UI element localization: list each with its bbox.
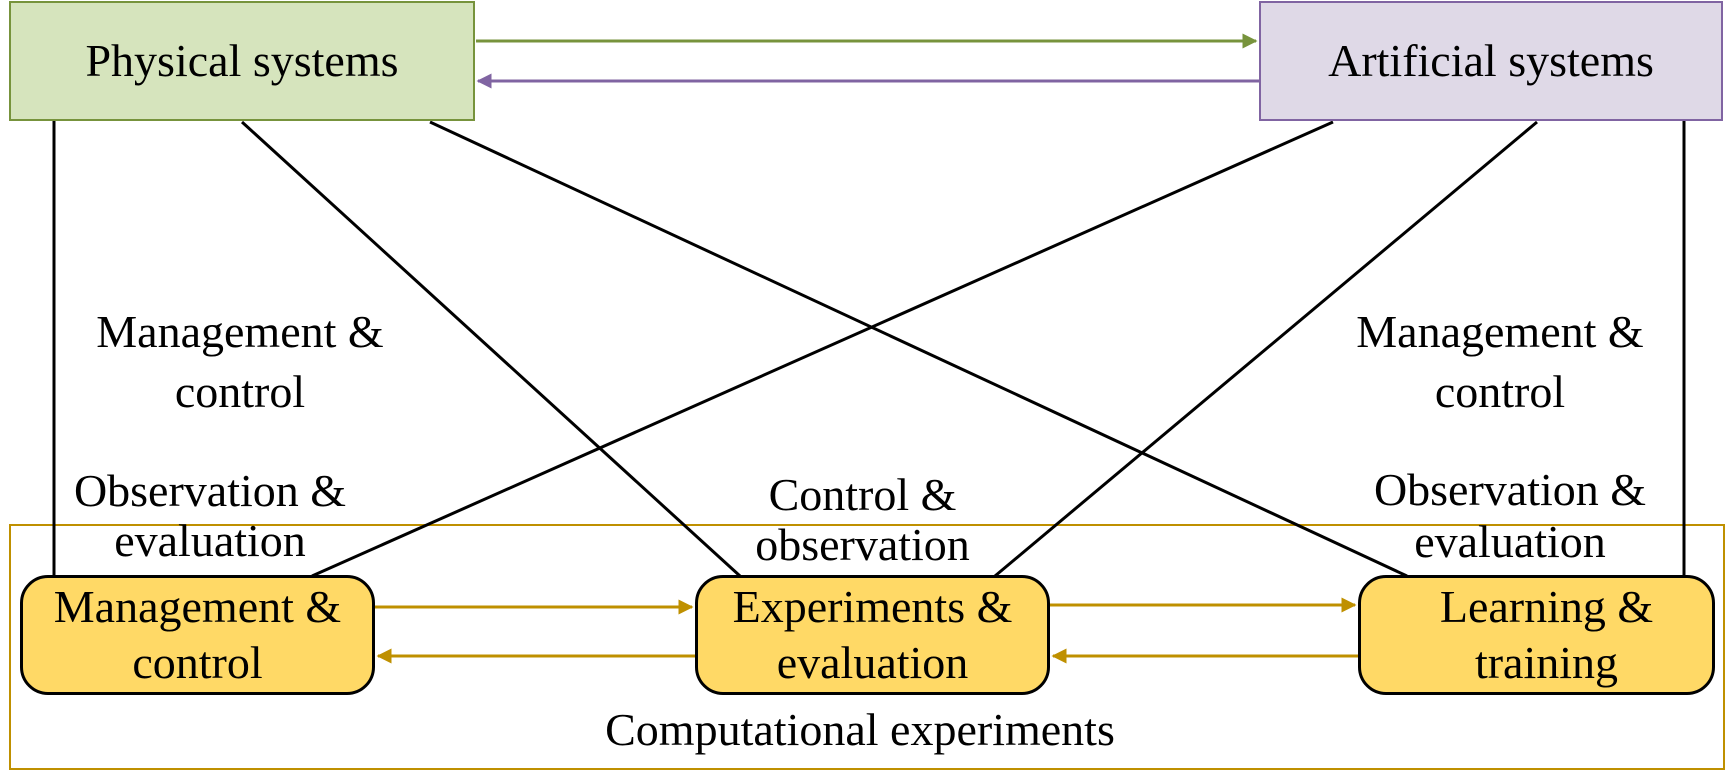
- management-control-line1: Management &: [53, 581, 342, 632]
- connector-physical-experiments: [240, 120, 742, 578]
- left-management-control-label: Management & control: [96, 306, 384, 417]
- learning-training-line1: Learning &: [1439, 581, 1654, 632]
- right-management-control-label: Management & control: [1356, 306, 1644, 417]
- connector-artificial-experiments: [994, 120, 1538, 578]
- management-control-box: Management & control: [20, 575, 375, 695]
- computational-experiments-label: Computational experiments: [605, 704, 1115, 755]
- learning-training-box: Learning & training: [1358, 575, 1715, 695]
- left-observation-evaluation-label: Observation & evaluation: [73, 465, 347, 566]
- connector-artificial-management: [311, 120, 1334, 578]
- experiments-evaluation-box: Experiments & evaluation: [695, 575, 1050, 695]
- artificial-systems-label: Artificial systems: [1328, 35, 1654, 86]
- center-control-observation-label: Control & observation: [755, 469, 970, 570]
- learning-training-line2: training: [1474, 637, 1619, 688]
- computational-experiments-container: [9, 524, 1725, 770]
- experiments-evaluation-line2: evaluation: [776, 637, 969, 688]
- connector-physical-learning: [429, 120, 1408, 578]
- right-observation-evaluation-label: Observation & evaluation: [1373, 464, 1647, 567]
- physical-systems-box: Physical systems: [9, 1, 475, 121]
- management-control-line2: control: [132, 637, 263, 688]
- physical-systems-label: Physical systems: [85, 35, 399, 86]
- artificial-systems-box: Artificial systems: [1259, 1, 1723, 121]
- experiments-evaluation-line1: Experiments &: [732, 581, 1013, 632]
